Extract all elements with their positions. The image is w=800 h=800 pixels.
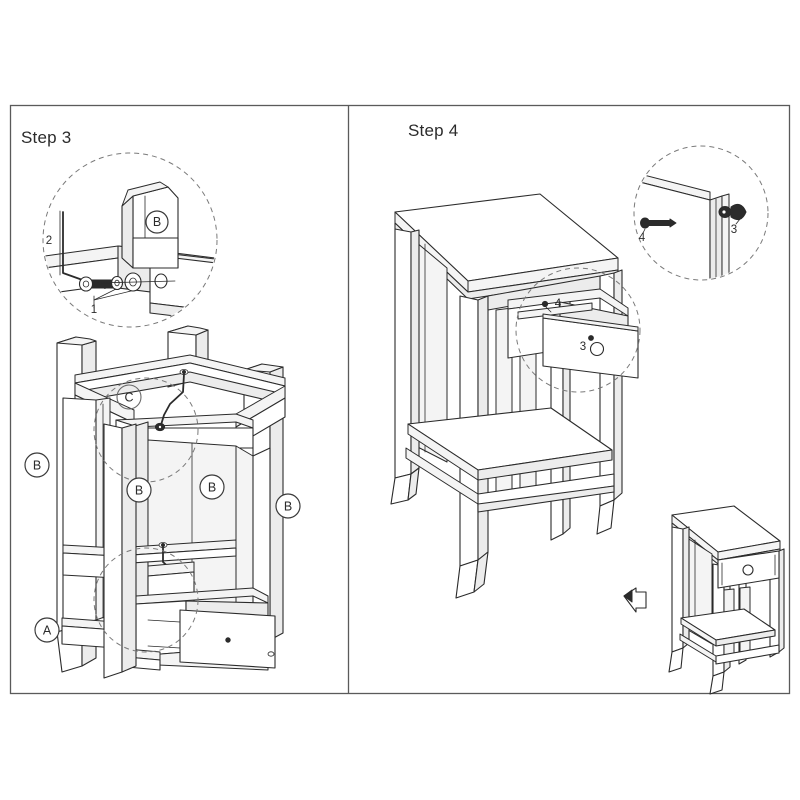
callout-B-2: B: [126, 477, 152, 503]
svg-text:B: B: [208, 481, 216, 495]
detail-label-2: 2: [46, 235, 52, 247]
right-arrow-icon: [623, 587, 647, 613]
svg-text:A: A: [43, 624, 52, 638]
step4-table: 4 3: [390, 193, 641, 599]
drawer-label-3: 3: [580, 341, 586, 353]
detail-label-3: 3: [731, 224, 737, 236]
step4-detail-callout: 3 4: [633, 145, 769, 281]
callout-C: C: [116, 384, 142, 410]
step3-callouts: B B B B A C: [24, 384, 301, 643]
callout-B-3: B: [199, 474, 225, 500]
detail-label-4: 4: [639, 232, 646, 244]
step4-open-drawer: [507, 267, 641, 393]
detail-label-1: 1: [91, 304, 97, 316]
callout-B-1: B: [24, 452, 50, 478]
svg-text:C: C: [124, 391, 133, 405]
callout-A: A: [34, 617, 60, 643]
callout-B-4: B: [275, 493, 301, 519]
page-border: [9, 104, 791, 695]
step4-drawing: 4 3: [390, 145, 785, 695]
detail-callout-B: B: [153, 215, 161, 229]
step3-frame-assembly: [56, 325, 286, 679]
drawer-label-4: 4: [555, 298, 562, 310]
svg-text:B: B: [33, 459, 41, 473]
step3-title: Step 3: [21, 128, 72, 147]
step3-drawing: 2 1 B: [24, 152, 301, 679]
svg-text:B: B: [284, 500, 292, 514]
step4-title: Step 4: [408, 121, 459, 140]
svg-text:B: B: [135, 484, 143, 498]
step3-detail-callout: 2 1 B: [42, 152, 218, 328]
finished-product: [623, 505, 785, 695]
